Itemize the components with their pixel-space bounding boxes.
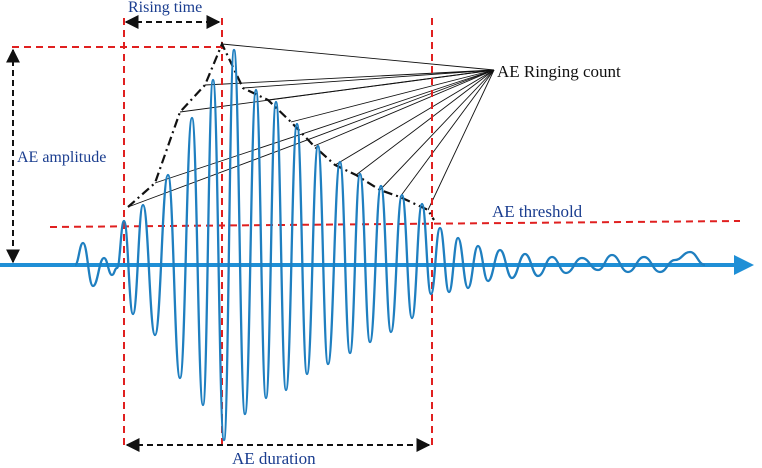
rising-time-label: Rising time — [128, 0, 203, 16]
ringing-connector-7 — [267, 69, 495, 101]
threshold-line — [49, 220, 741, 228]
marker-lines — [12, 18, 741, 450]
ringing-count-connectors — [127, 43, 495, 211]
ae-waveform — [73, 48, 706, 442]
ringing-count-label: AE Ringing count — [497, 62, 621, 81]
ringing-connector-12 — [379, 69, 495, 191]
ringing-connector-6 — [242, 69, 495, 89]
ringing-connector-5 — [221, 43, 495, 71]
ringing-connector-8 — [290, 69, 495, 123]
dimension-arrows — [6, 15, 431, 452]
ringing-connector-4 — [204, 69, 495, 86]
ringing-connector-14 — [427, 69, 495, 211]
duration-label: AE duration — [232, 449, 316, 468]
threshold-label: AE threshold — [492, 202, 583, 221]
ringing-connector-2 — [154, 69, 495, 184]
ringing-connector-9 — [313, 69, 495, 147]
ringing-connector-11 — [355, 69, 495, 176]
ae-amplitude-label: AE amplitude — [17, 149, 107, 166]
ringing-connector-13 — [399, 69, 495, 198]
ringing-connector-10 — [334, 69, 495, 166]
